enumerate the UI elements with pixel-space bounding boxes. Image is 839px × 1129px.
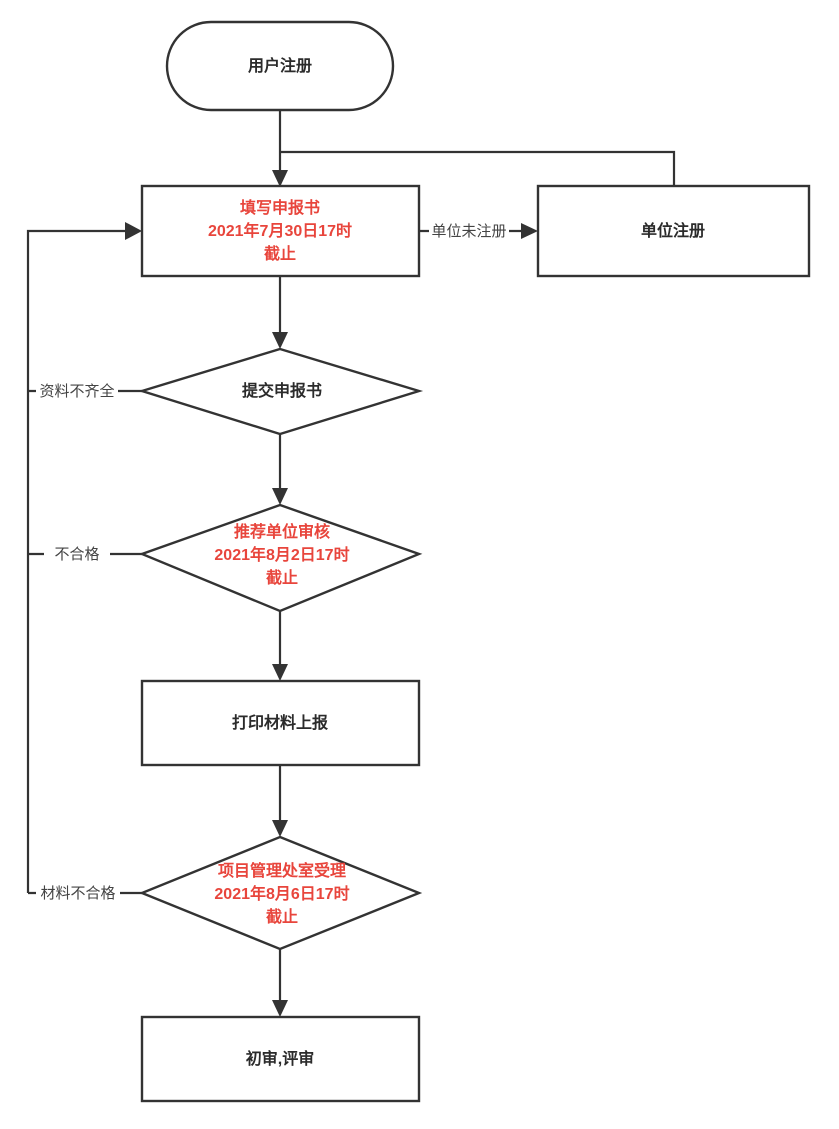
node-label-fill-application-line2: 2021年7月30日17时	[208, 221, 352, 240]
node-submit-application[interactable]: 提交申报书	[137, 347, 424, 436]
node-unit-register[interactable]: 单位注册	[536, 184, 811, 278]
node-recommend-unit-review[interactable]: 推荐单位审核 2021年8月2日17时 截止	[138, 503, 423, 613]
node-label-recommend-review-line2: 2021年8月2日17时	[214, 545, 349, 564]
edge-user-register-to-unit-register	[280, 150, 676, 185]
node-shape-rect	[140, 184, 421, 278]
node-label-fill-application-line3: 截止	[264, 244, 296, 263]
arrow-head-icon	[272, 664, 288, 681]
edge-recommend-not-qualified: 不合格	[28, 544, 142, 564]
edges-layer: 单位未注册	[26, 111, 676, 1017]
edge-recommend-review-to-print	[272, 611, 288, 681]
node-label-print-material: 打印材料上报	[232, 713, 328, 732]
edge-label-not-qualified: 不合格	[54, 546, 99, 563]
edge-fill-application-to-submit	[272, 276, 288, 349]
node-label-first-review: 初审,评审	[246, 1049, 314, 1068]
edge-label-backdrop	[36, 883, 120, 903]
edge-label-backdrop	[36, 381, 118, 401]
arrow-head-icon	[272, 820, 288, 837]
edge-label-materials-incomplete: 资料不齐全	[39, 382, 114, 400]
node-label-office-accept-line1: 项目管理处室受理	[218, 861, 346, 880]
node-label-user-register: 用户注册	[248, 56, 312, 75]
arrow-head-icon	[272, 488, 288, 505]
node-label-recommend-review-line3: 截止	[266, 568, 298, 587]
node-shape-stadium	[165, 20, 395, 112]
node-shape-diamond	[138, 503, 423, 613]
node-label-fill-application-line1: 填写申报书	[240, 198, 320, 217]
node-user-register[interactable]: 用户注册	[165, 20, 395, 112]
arrow-head-icon	[272, 1000, 288, 1017]
arrow-head-icon	[272, 170, 288, 187]
arrow-head-icon	[521, 223, 538, 239]
node-shape-rect	[140, 1015, 421, 1103]
node-label-office-accept-line2: 2021年8月6日17时	[214, 884, 349, 903]
edge-label-unit-not-registered: 单位未注册	[431, 223, 506, 240]
edge-print-to-office-accept	[272, 765, 288, 837]
node-label-submit-application: 提交申报书	[242, 381, 322, 400]
node-label-unit-register: 单位注册	[641, 221, 705, 240]
nodes-layer: 用户注册 填写申报书 2021年7月30日17时 截止 单位注册 提交申报书 推…	[137, 20, 811, 1103]
edge-office-accept-to-first-review	[272, 949, 288, 1017]
node-first-review[interactable]: 初审,评审	[140, 1015, 421, 1103]
edge-submit-to-recommend-review	[272, 434, 288, 505]
node-label-office-accept-line3: 截止	[266, 907, 298, 926]
node-print-material[interactable]: 打印材料上报	[140, 679, 421, 767]
node-shape-rect	[536, 184, 811, 278]
edge-line	[280, 150, 676, 185]
edge-submit-materials-incomplete: 资料不齐全	[28, 381, 142, 401]
edge-user-register-to-fill-application	[272, 111, 288, 187]
node-fill-application[interactable]: 填写申报书 2021年7月30日17时 截止	[140, 184, 421, 278]
edge-label-backdrop	[44, 544, 110, 564]
edge-fill-application-to-unit-register: 单位未注册	[419, 221, 538, 241]
node-shape-rect	[140, 679, 421, 767]
edge-office-material-not-qualified: 材料不合格	[28, 883, 142, 903]
node-label-recommend-review-line1: 推荐单位审核	[234, 522, 330, 541]
edge-label-material-not-qualified: 材料不合格	[40, 885, 115, 902]
edge-feedback-loop-spine	[26, 222, 142, 893]
node-project-office-accept[interactable]: 项目管理处室受理 2021年8月6日17时 截止	[138, 835, 423, 951]
edge-line	[26, 229, 133, 893]
edge-label-backdrop	[429, 221, 509, 241]
arrow-head-icon	[272, 332, 288, 349]
node-shape-diamond	[138, 835, 423, 951]
node-shape-diamond	[137, 347, 424, 436]
arrow-head-icon	[125, 222, 142, 240]
